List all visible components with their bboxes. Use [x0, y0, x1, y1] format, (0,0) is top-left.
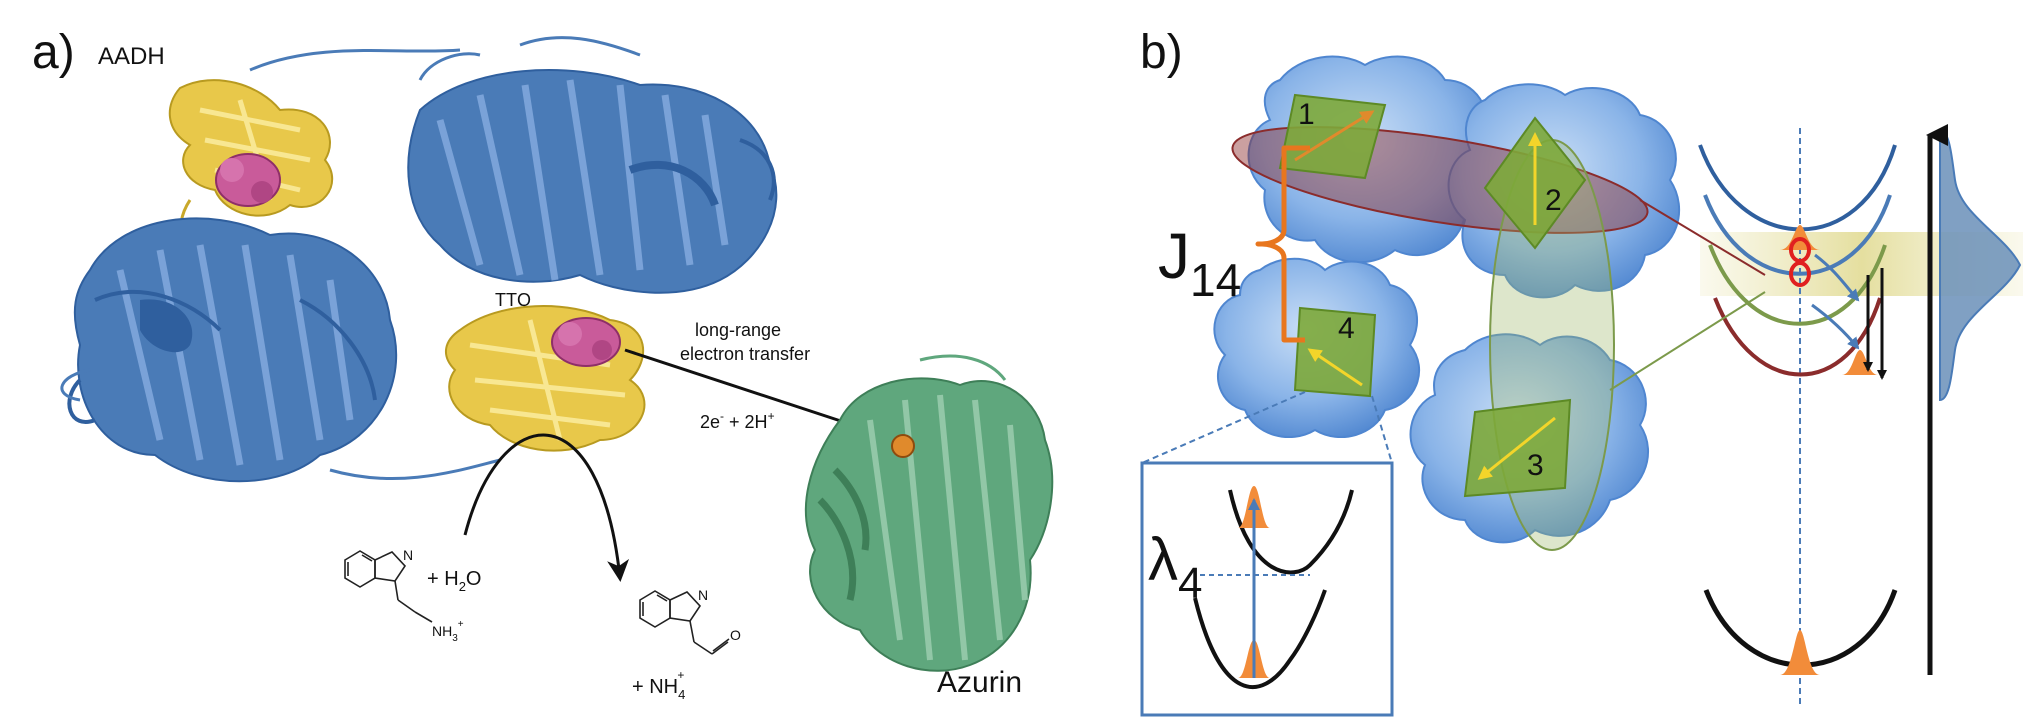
propeller-left: [67, 217, 398, 483]
panel-a-label: a): [32, 26, 75, 79]
water-label: + H2O: [427, 568, 481, 594]
energy-diagram: [1609, 124, 2023, 705]
chromophore-4: [1293, 306, 1377, 398]
site-label-2: 2: [1545, 184, 1562, 217]
azurin-structure: Azurin: [804, 354, 1054, 699]
tryptamine-structure: [344, 550, 433, 623]
zoom-line-right: [1371, 395, 1393, 464]
reaction-arrow: [463, 433, 630, 582]
exciton-parabola-2: [1703, 194, 1892, 276]
infinity-icon: [1789, 237, 1811, 287]
reorganization-label: λ4: [1148, 526, 1202, 608]
exciton-parabola-4: [1713, 297, 1882, 377]
aldehyde-structure: [639, 590, 730, 655]
coupling-label: J14: [1158, 220, 1241, 306]
tryptamine-amine: NH3+: [432, 619, 464, 644]
enzyme-label-aadh: AADH: [98, 43, 165, 70]
panel-b: b) 1 2 4 3 J14: [1140, 26, 2023, 717]
reorganization-inset: λ4: [1140, 461, 1394, 717]
dipole-arrow-1: [1294, 110, 1375, 162]
tryptamine-nitrogen: N: [403, 547, 413, 563]
ttq-subunit-middle: TTQ: [445, 290, 646, 452]
panel-a: a) AADH: [32, 26, 1054, 702]
panel-b-label: b): [1140, 26, 1183, 79]
aldehyde-oxygen: O: [730, 627, 741, 643]
copper-ion: [891, 434, 915, 458]
site-label-1: 1: [1298, 98, 1315, 131]
aldehyde-nitrogen: N: [698, 587, 708, 603]
dipole-arrow-4: [1307, 348, 1363, 387]
protein-loops: [60, 48, 501, 481]
transfer-label-line2: electron transfer: [680, 344, 810, 364]
azurin-label: Azurin: [937, 666, 1022, 699]
energy-distribution: [1939, 128, 2022, 402]
connector-green: [1609, 291, 1766, 391]
connector-red: [1639, 199, 1766, 276]
excited-parabola: [1228, 489, 1354, 575]
electron-transfer-arrow: [624, 348, 866, 433]
relax-arrow-blue-2: [1811, 303, 1860, 350]
ammonium-label: + NH4+: [632, 668, 685, 702]
site-label-3: 3: [1527, 449, 1544, 482]
propeller-right: [407, 36, 778, 294]
ground-parabola: [1193, 589, 1327, 689]
dipole-arrow-3: [1477, 416, 1556, 480]
transfer-label-line1: long-range: [695, 320, 781, 340]
gaussian-right-bottom: [1780, 630, 1820, 675]
ttq-subunit-top: [168, 79, 334, 258]
coupling-bracket: [1255, 145, 1310, 343]
stoichiometry-label: 2e- + 2H+: [700, 409, 775, 432]
exciton-parabola-1: [1698, 144, 1897, 232]
relax-arrow-blue-1: [1814, 253, 1860, 302]
site-label-4: 4: [1338, 312, 1355, 345]
ttq-label: TTQ: [495, 290, 531, 310]
